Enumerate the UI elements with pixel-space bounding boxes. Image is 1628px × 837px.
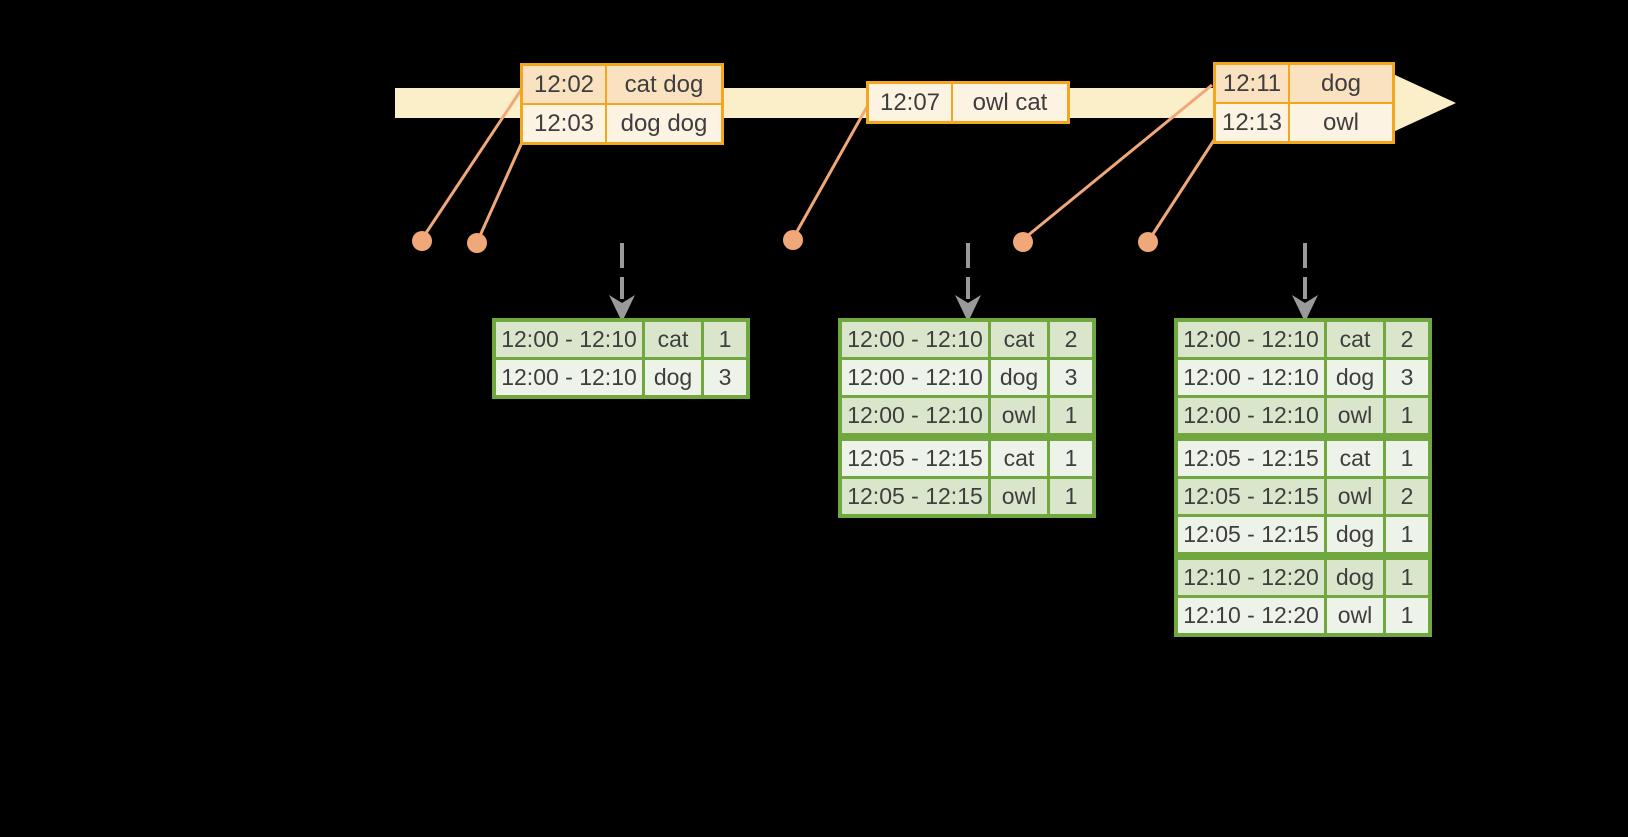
event-box: 12:02 cat dog 12:03 dog dog bbox=[520, 63, 724, 145]
event-box: 12:07 owl cat bbox=[866, 81, 1070, 124]
word-cell: cat bbox=[991, 441, 1047, 476]
result-row: 12:00 - 12:10 dog 3 bbox=[496, 360, 746, 395]
result-row: 12:00 - 12:10 owl 1 bbox=[1178, 398, 1428, 433]
event-words-cell: cat dog bbox=[607, 66, 721, 103]
count-cell: 2 bbox=[1050, 322, 1092, 357]
result-row: 12:00 - 12:10 owl 1 bbox=[842, 398, 1092, 433]
count-cell: 1 bbox=[1050, 398, 1092, 433]
event-connector-line bbox=[477, 139, 525, 239]
window-cell: 12:05 - 12:15 bbox=[842, 479, 988, 514]
event-words-cell: dog dog bbox=[607, 105, 721, 142]
window-cell: 12:00 - 12:10 bbox=[842, 398, 988, 433]
window-cell: 12:05 - 12:15 bbox=[1178, 517, 1324, 552]
event-words-cell: owl bbox=[1290, 104, 1392, 141]
word-cell: owl bbox=[991, 398, 1047, 433]
event-dot bbox=[783, 230, 803, 250]
count-cell: 2 bbox=[1386, 322, 1428, 357]
event-row: 12:02 cat dog bbox=[523, 66, 721, 103]
event-dot bbox=[412, 231, 432, 251]
event-row: 12:13 owl bbox=[1216, 104, 1392, 141]
result-row: 12:05 - 12:15 owl 1 bbox=[842, 479, 1092, 514]
window-cell: 12:05 - 12:15 bbox=[1178, 479, 1324, 514]
count-cell: 3 bbox=[704, 360, 746, 395]
window-cell: 12:00 - 12:10 bbox=[1178, 360, 1324, 395]
word-cell: dog bbox=[1327, 517, 1383, 552]
window-cell: 12:05 - 12:15 bbox=[842, 441, 988, 476]
result-row: 12:00 - 12:10 cat 1 bbox=[496, 322, 746, 357]
event-words-cell: owl cat bbox=[953, 84, 1067, 121]
event-connector-line bbox=[1149, 136, 1218, 238]
window-cell: 12:10 - 12:20 bbox=[1178, 560, 1324, 595]
count-cell: 1 bbox=[1050, 441, 1092, 476]
word-cell: cat bbox=[991, 322, 1047, 357]
result-row: 12:10 - 12:20 dog 1 bbox=[1178, 560, 1428, 595]
event-time-cell: 12:13 bbox=[1216, 104, 1288, 141]
result-row: 12:05 - 12:15 cat 1 bbox=[1178, 441, 1428, 476]
event-connector-lines bbox=[422, 83, 1218, 239]
event-time-cell: 12:03 bbox=[523, 105, 605, 142]
count-cell: 3 bbox=[1050, 360, 1092, 395]
event-connector-line bbox=[793, 104, 870, 236]
result-row: 12:00 - 12:10 dog 3 bbox=[842, 360, 1092, 395]
word-cell: owl bbox=[1327, 398, 1383, 433]
event-dot bbox=[1138, 232, 1158, 252]
word-cell: owl bbox=[991, 479, 1047, 514]
window-cell: 12:05 - 12:15 bbox=[1178, 441, 1324, 476]
result-table: 12:00 - 12:10 cat 2 12:00 - 12:10 dog 3 … bbox=[838, 318, 1096, 518]
window-cell: 12:00 - 12:10 bbox=[496, 360, 642, 395]
result-row: 12:10 - 12:20 owl 1 bbox=[1178, 598, 1428, 633]
count-cell: 1 bbox=[1386, 598, 1428, 633]
trigger-arrowhead-icon bbox=[955, 295, 981, 322]
word-cell: cat bbox=[645, 322, 701, 357]
trigger-arrowheads bbox=[609, 295, 1318, 322]
result-table: 12:00 - 12:10 cat 2 12:00 - 12:10 dog 3 … bbox=[1174, 318, 1432, 637]
event-connector-line bbox=[422, 89, 523, 237]
window-cell: 12:00 - 12:10 bbox=[496, 322, 642, 357]
window-cell: 12:10 - 12:20 bbox=[1178, 598, 1324, 633]
count-cell: 1 bbox=[1050, 479, 1092, 514]
window-cell: 12:00 - 12:10 bbox=[1178, 398, 1324, 433]
count-cell: 1 bbox=[1386, 560, 1428, 595]
result-row: 12:00 - 12:10 cat 2 bbox=[842, 322, 1092, 357]
word-cell: cat bbox=[1327, 322, 1383, 357]
event-row: 12:11 dog bbox=[1216, 65, 1392, 102]
count-cell: 2 bbox=[1386, 479, 1428, 514]
word-cell: owl bbox=[1327, 598, 1383, 633]
word-cell: dog bbox=[991, 360, 1047, 395]
event-time-cell: 12:02 bbox=[523, 66, 605, 103]
count-cell: 1 bbox=[704, 322, 746, 357]
window-cell: 12:00 - 12:10 bbox=[842, 360, 988, 395]
window-cell: 12:00 - 12:10 bbox=[842, 322, 988, 357]
event-box: 12:11 dog 12:13 owl bbox=[1213, 62, 1395, 144]
count-cell: 1 bbox=[1386, 398, 1428, 433]
event-row: 12:03 dog dog bbox=[523, 105, 721, 142]
timeline-arrowhead-icon bbox=[1393, 74, 1456, 132]
event-dots bbox=[412, 230, 1158, 253]
event-time-cell: 12:07 bbox=[869, 84, 951, 121]
event-time-cell: 12:11 bbox=[1216, 65, 1288, 102]
result-row: 12:00 - 12:10 cat 2 bbox=[1178, 322, 1428, 357]
word-cell: dog bbox=[645, 360, 701, 395]
event-connector-line bbox=[1025, 83, 1213, 239]
count-cell: 3 bbox=[1386, 360, 1428, 395]
result-row: 12:05 - 12:15 owl 2 bbox=[1178, 479, 1428, 514]
word-cell: dog bbox=[1327, 560, 1383, 595]
word-cell: owl bbox=[1327, 479, 1383, 514]
event-dot bbox=[1013, 232, 1033, 252]
window-cell: 12:00 - 12:10 bbox=[1178, 322, 1324, 357]
trigger-arrowhead-icon bbox=[1292, 295, 1318, 322]
result-row: 12:05 - 12:15 dog 1 bbox=[1178, 517, 1428, 552]
trigger-arrowhead-icon bbox=[609, 295, 635, 322]
word-cell: dog bbox=[1327, 360, 1383, 395]
count-cell: 1 bbox=[1386, 517, 1428, 552]
result-table: 12:00 - 12:10 cat 1 12:00 - 12:10 dog 3 bbox=[492, 318, 750, 399]
event-words-cell: dog bbox=[1290, 65, 1392, 102]
word-cell: cat bbox=[1327, 441, 1383, 476]
trigger-arrows bbox=[620, 243, 1307, 299]
result-row: 12:00 - 12:10 dog 3 bbox=[1178, 360, 1428, 395]
event-row: 12:07 owl cat bbox=[869, 84, 1067, 121]
count-cell: 1 bbox=[1386, 441, 1428, 476]
result-row: 12:05 - 12:15 cat 1 bbox=[842, 441, 1092, 476]
event-dot bbox=[467, 233, 487, 253]
